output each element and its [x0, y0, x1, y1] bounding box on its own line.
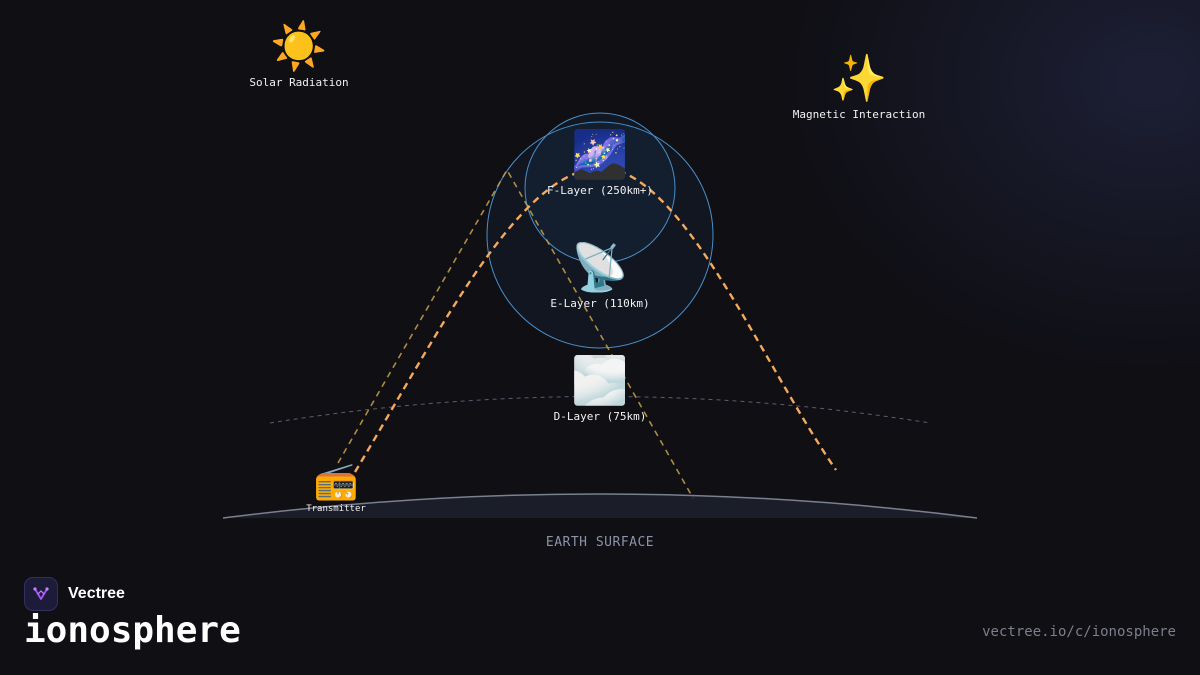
milky-way-icon: 🌌	[571, 127, 629, 181]
e-layer-label: E-Layer (110km)	[550, 297, 650, 310]
page-title: ionosphere	[24, 610, 241, 651]
wave-path-secondary	[337, 168, 694, 499]
radio-icon: 📻	[313, 461, 359, 502]
wave-path-primary	[353, 166, 837, 473]
solar-radiation-label: Solar Radiation	[249, 76, 349, 89]
e-layer-node: 📡 E-Layer (110km)	[550, 241, 649, 310]
source-url[interactable]: vectree.io/c/ionosphere	[982, 624, 1176, 640]
earth-surface-line	[222, 493, 978, 519]
solar-radiation-node: ☀️ Solar Radiation	[249, 20, 348, 89]
transmitter-label: Transmitter	[306, 504, 366, 514]
f-layer-node: 🌌 F-Layer (250km+)	[547, 128, 653, 197]
sun-icon: ☀️	[270, 19, 328, 73]
atmosphere-boundary	[269, 396, 931, 424]
sparkles-icon: ✨	[830, 51, 888, 105]
d-layer-label: D-Layer (75km)	[553, 410, 647, 423]
satellite-antenna-icon: 📡	[571, 240, 629, 294]
magnetic-interaction-node: ✨ Magnetic Interaction	[793, 52, 925, 121]
fog-icon: 🌫️	[571, 353, 629, 407]
brand-name: Vectree	[68, 585, 125, 602]
f-layer-label: F-Layer (250km+)	[547, 184, 653, 197]
e-layer-ring	[486, 121, 714, 349]
magnetic-interaction-label: Magnetic Interaction	[792, 108, 926, 121]
transmitter-node: 📻 Transmitter	[306, 461, 366, 515]
earth-surface-label: EARTH SURFACE	[545, 535, 655, 550]
vectree-logo-icon	[24, 577, 58, 611]
brand: Vectree	[24, 577, 125, 611]
d-layer-node: 🌫️ D-Layer (75km)	[554, 354, 647, 423]
f-layer-ring	[524, 112, 676, 264]
